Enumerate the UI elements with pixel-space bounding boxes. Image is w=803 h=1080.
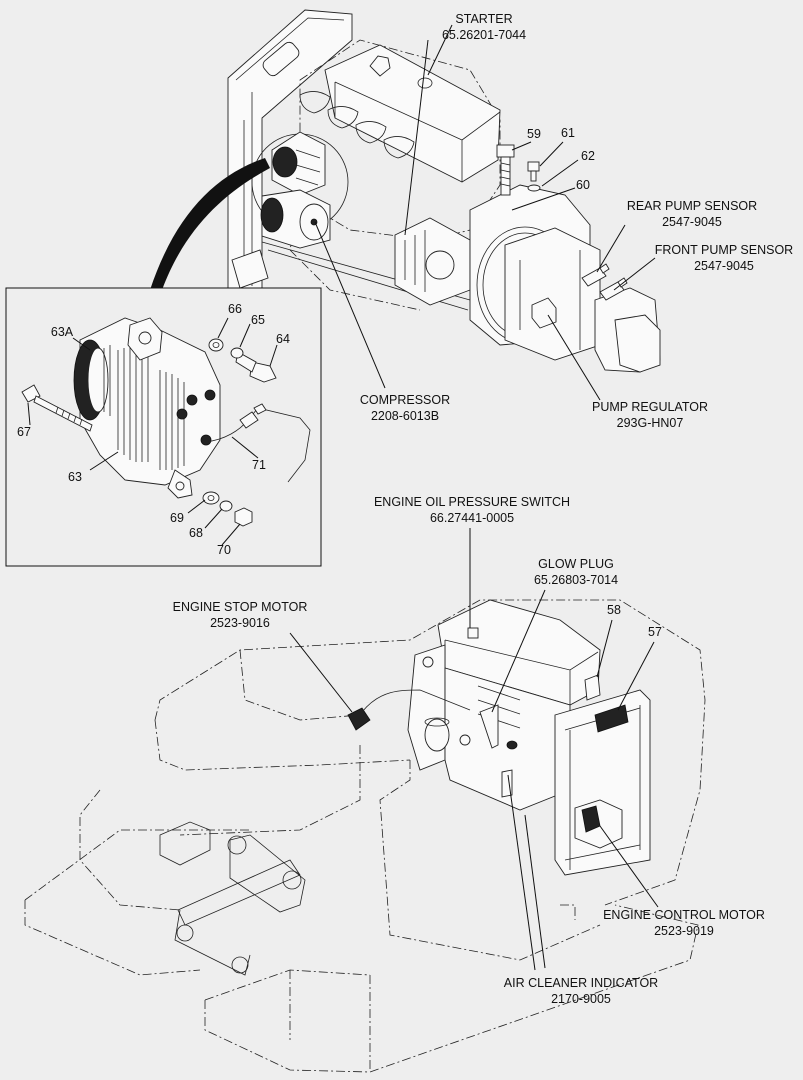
detail-pointer-wedge: [150, 158, 270, 290]
engine-control-motor-part-number: 2523-9019: [654, 924, 714, 938]
compressor-label: COMPRESSOR: [360, 393, 450, 407]
engine-assembly-top: [227, 9, 661, 373]
engine-oil-pressure-switch-part-number: 66.27441-0005: [430, 511, 514, 525]
air-cleaner-indicator-part-number: 2170-9005: [551, 992, 611, 1006]
glow-plug-part-number: 65.26803-7014: [534, 573, 618, 587]
item-number-58: 58: [607, 603, 621, 617]
starter-part-number: 65.26201-7044: [442, 28, 526, 42]
item-number-69: 69: [170, 511, 184, 525]
alternator-detail-box: [5, 287, 322, 567]
item-number-65: 65: [251, 313, 265, 327]
item-number-70: 70: [217, 543, 231, 557]
engine-stop-motor-part-number: 2523-9016: [210, 616, 270, 630]
compressor-part-number: 2208-6013B: [371, 409, 439, 423]
engine-oil-pressure-switch-label: ENGINE OIL PRESSURE SWITCH: [374, 495, 570, 509]
rear-pump-sensor-label: REAR PUMP SENSOR: [627, 199, 757, 213]
item-number-62: 62: [581, 149, 595, 163]
rear-pump-sensor-part-number: 2547-9045: [662, 215, 722, 229]
front-pump-sensor-part-number: 2547-9045: [694, 259, 754, 273]
pump-regulator-part-number: 293G-HN07: [617, 416, 684, 430]
engine-control-motor-label: ENGINE CONTROL MOTOR: [603, 908, 765, 922]
item-number-66: 66: [228, 302, 242, 316]
top-leader-lines: [314, 24, 656, 401]
item-number-60: 60: [576, 178, 590, 192]
item-number-63: 63: [68, 470, 82, 484]
front-pump-sensor-label: FRONT PUMP SENSOR: [655, 243, 793, 257]
item-number-61: 61: [561, 126, 575, 140]
air-cleaner-indicator-label: AIR CLEANER INDICATOR: [504, 976, 658, 990]
engine-stop-motor-label: ENGINE STOP MOTOR: [173, 600, 308, 614]
item-number-64: 64: [276, 332, 290, 346]
item-number-67: 67: [17, 425, 31, 439]
starter-label: STARTER: [455, 12, 512, 26]
item-number-59: 59: [527, 127, 541, 141]
machine-assembly-bottom: [24, 528, 706, 1073]
item-number-57: 57: [648, 625, 662, 639]
pump-regulator-label: PUMP REGULATOR: [592, 400, 708, 414]
item-number-63a: 63A: [51, 325, 74, 339]
item-number-71: 71: [252, 458, 266, 472]
glow-plug-label: GLOW PLUG: [538, 557, 614, 571]
item-number-68: 68: [189, 526, 203, 540]
